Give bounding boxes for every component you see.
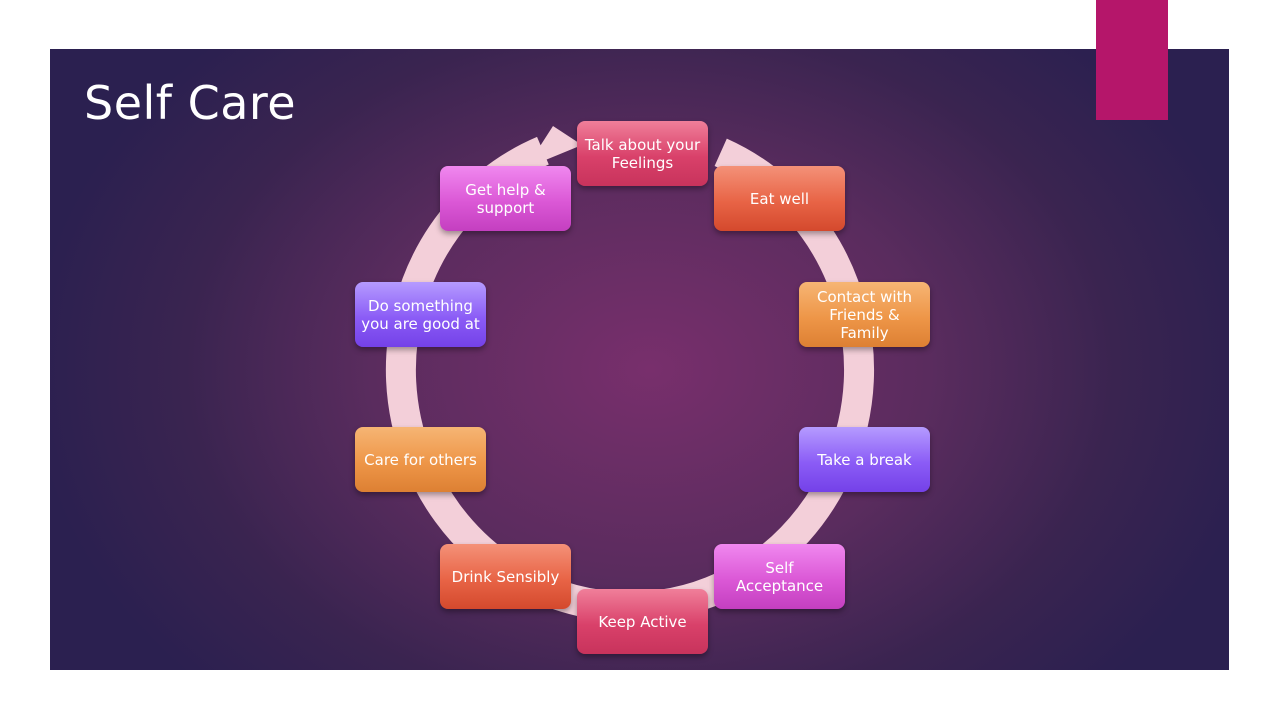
cycle-step-eat-well: Eat well [714,166,845,231]
cycle-step-contact-friends-family: Contact with Friends & Family [799,282,930,347]
cycle-step-drink-sensibly: Drink Sensibly [440,544,571,609]
slide-title: Self Care [84,76,297,130]
cycle-step-care-for-others: Care for others [355,427,486,492]
cycle-step-self-acceptance: Self Acceptance [714,544,845,609]
accent-bar [1096,0,1168,120]
cycle-step-get-help-support: Get help & support [440,166,571,231]
cycle-step-keep-active: Keep Active [577,589,708,654]
cycle-step-talk-about-feelings: Talk about your Feelings [577,121,708,186]
cycle-step-do-something-good-at: Do something you are good at [355,282,486,347]
cycle-arrow-head [526,126,582,168]
cycle-step-take-a-break: Take a break [799,427,930,492]
